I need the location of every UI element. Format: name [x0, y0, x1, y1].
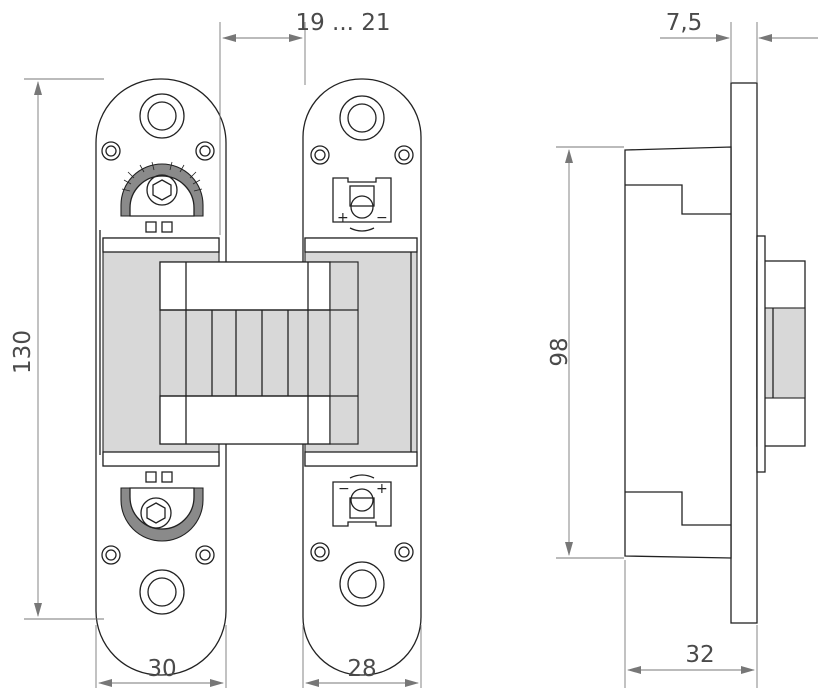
left-bottom-screw-hole-outer	[139, 569, 185, 615]
left-bottom-adjust-screw	[140, 497, 172, 529]
side-view	[624, 82, 806, 624]
plate-thickness-label: 7,5	[666, 10, 703, 36]
hex-socket-icon	[146, 502, 166, 524]
plus-symbol: +	[337, 210, 349, 226]
dimension-depth: 32	[624, 560, 758, 688]
left-plate-width-label: 30	[147, 656, 176, 682]
left-top-screw-hole-inner	[147, 101, 177, 131]
dimension-height-total: 130	[10, 78, 104, 620]
dimension-body-height: 98	[547, 146, 624, 559]
minus-symbol: −	[338, 481, 350, 497]
right-top-adjust-bracket	[332, 177, 392, 223]
left-top-screw-hole-outer	[139, 93, 185, 139]
adjust-range-label: 19 ... 21	[295, 10, 390, 36]
left-bottom-screw-hole-inner	[147, 577, 177, 607]
right-top-adjust-screw	[350, 195, 374, 219]
dimension-right-plate-width: 28	[302, 625, 422, 688]
hinge-mechanism	[102, 237, 418, 467]
right-bottom-adjust-screw	[350, 488, 374, 512]
right-plate-width-label: 28	[347, 656, 376, 682]
hex-socket-icon	[152, 179, 172, 201]
right-bottom-adjust-bracket	[332, 481, 392, 527]
rotate-arrow-icon	[349, 227, 375, 232]
height-total-label: 130	[10, 330, 36, 374]
dimension-left-plate-width: 30	[95, 625, 227, 688]
dimension-plate-thickness: 7,5	[660, 10, 818, 82]
left-top-adjust-screw	[146, 174, 178, 206]
side-body	[624, 146, 732, 559]
side-plate	[730, 82, 758, 624]
plus-symbol: +	[376, 481, 388, 497]
rotate-arrow-icon	[349, 474, 375, 479]
dimension-adjust-range: 19 ... 21	[219, 10, 391, 235]
depth-label: 32	[685, 642, 714, 668]
body-height-label: 98	[547, 337, 573, 366]
minus-symbol: −	[376, 210, 388, 226]
